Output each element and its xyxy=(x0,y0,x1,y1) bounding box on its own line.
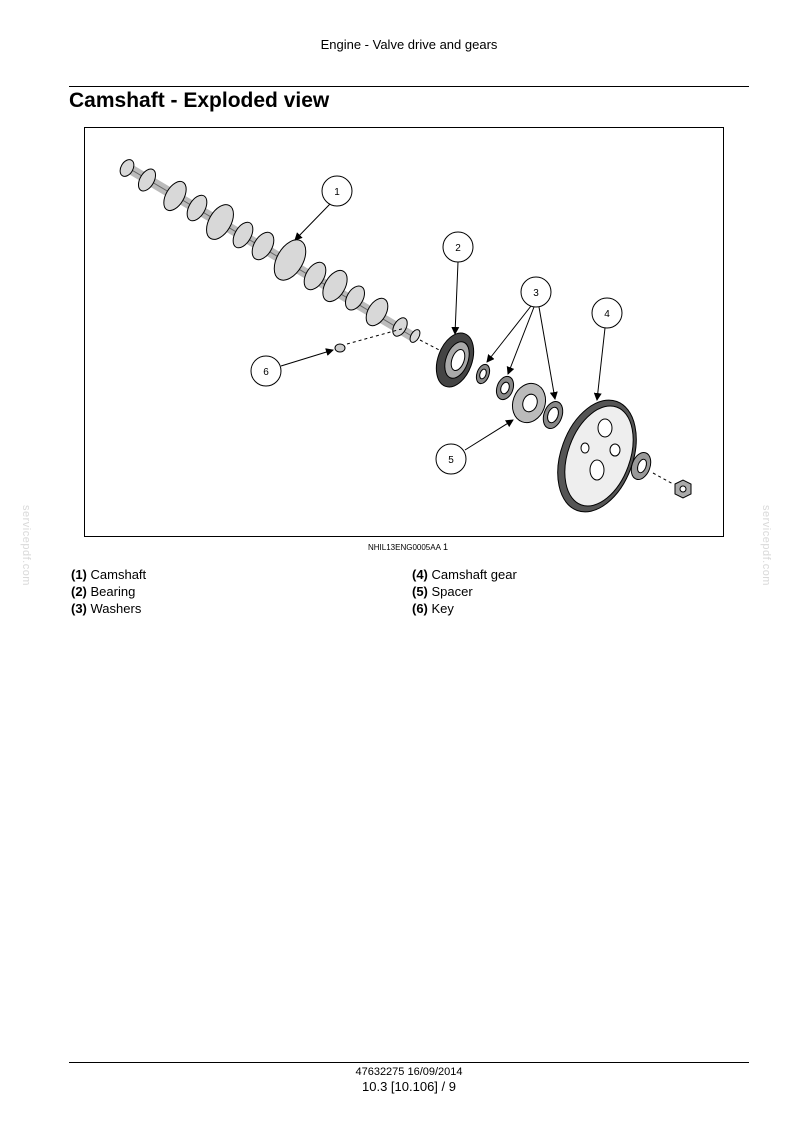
header-rule xyxy=(69,86,749,87)
callout-4: 4 xyxy=(591,297,623,401)
legend-number: (4) xyxy=(412,567,428,582)
running-header: Engine - Valve drive and gears xyxy=(320,37,498,52)
footer-page-reference: 10.3 [10.106] / 9 xyxy=(362,1079,456,1094)
footer-document-code: 47632275 16/09/2014 xyxy=(355,1066,463,1078)
callout-2-label: 2 xyxy=(455,243,461,254)
legend-label: Spacer xyxy=(431,584,473,599)
washers-part xyxy=(475,363,564,430)
legend-number: (3) xyxy=(71,601,87,616)
legend-label: Camshaft gear xyxy=(431,567,517,582)
watermark-left: servicepdf.com xyxy=(20,505,32,586)
callout-3: 3 xyxy=(486,276,558,400)
legend-item: (2) Bearing xyxy=(71,583,146,600)
exploded-view-figure: 1 2 3 4 5 6 xyxy=(84,127,724,537)
figure-code: NHIL13ENG0005AA xyxy=(368,543,441,552)
callout-5: 5 xyxy=(435,419,514,475)
key-part xyxy=(334,327,406,353)
legend-number: (6) xyxy=(412,601,428,616)
figure-number: 1 xyxy=(443,542,449,552)
callout-1-label: 1 xyxy=(334,187,340,198)
legend-label: Bearing xyxy=(90,584,136,599)
legend-label: Key xyxy=(431,601,454,616)
camshaft-exploded-drawing: 1 2 3 4 5 6 xyxy=(119,159,692,513)
callout-4-label: 4 xyxy=(604,309,610,320)
callout-3-label: 3 xyxy=(533,288,539,299)
legend-item: (3) Washers xyxy=(71,600,146,617)
legend-number: (5) xyxy=(412,584,428,599)
legend-number: (2) xyxy=(71,584,87,599)
legend-item: (4) Camshaft gear xyxy=(412,566,517,583)
legend-right-column: (4) Camshaft gear (5) Spacer (6) Key xyxy=(412,566,517,617)
legend-item: (6) Key xyxy=(412,600,517,617)
nut-part xyxy=(630,451,692,499)
callout-6-label: 6 xyxy=(263,367,269,378)
callout-6: 6 xyxy=(250,348,334,387)
callout-5-label: 5 xyxy=(448,455,454,466)
camshaft-gear-part xyxy=(557,399,637,513)
legend-item: (1) Camshaft xyxy=(71,566,146,583)
spacer-part xyxy=(511,382,547,424)
legend-label: Camshaft xyxy=(90,567,147,582)
legend-item: (5) Spacer xyxy=(412,583,517,600)
callout-2: 2 xyxy=(442,231,474,335)
legend-left-column: (1) Camshaft (2) Bearing (3) Washers xyxy=(71,566,146,617)
page-title: Camshaft - Exploded view xyxy=(69,89,330,112)
legend-number: (1) xyxy=(71,567,87,582)
footer-rule xyxy=(69,1062,749,1063)
bearing-part xyxy=(435,332,475,388)
callout-1: 1 xyxy=(294,175,353,241)
legend-label: Washers xyxy=(90,601,142,616)
camshaft-part xyxy=(119,159,446,354)
watermark-right: servicepdf.com xyxy=(760,505,772,586)
